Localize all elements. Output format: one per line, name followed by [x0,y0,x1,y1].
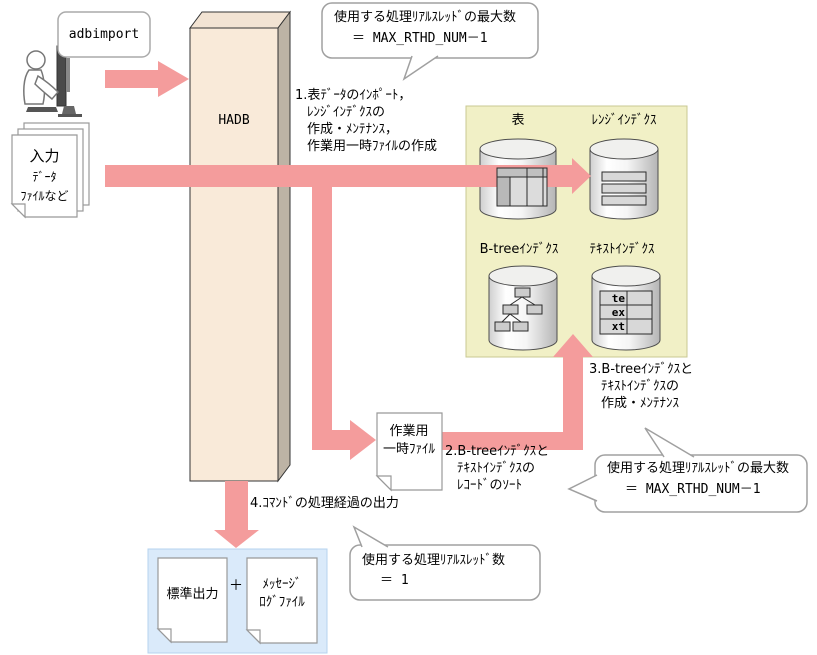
stdout-label: 標準出力 [166,587,219,602]
callout-right-line2: ＝ MAX_RTHD_NUM－1 [625,482,761,497]
flow-arrows [105,61,593,548]
range-index-rows-icon [601,171,647,206]
callout-right-tail-left [567,474,598,502]
callout-top-line1: 使用する処理ﾘｱﾙｽﾚｯﾄﾞの最大数 [334,10,517,25]
range-index-label: ﾚﾝｼﾞｲﾝﾃﾞｸｽ [591,113,657,128]
step1-line2: ﾚﾝｼﾞｲﾝﾃﾞｸｽの [307,105,386,120]
callout-right-line1: 使用する処理ﾘｱﾙｽﾚｯﾄﾞの最大数 [607,461,790,476]
callout-right-tail-up [644,427,695,458]
arrow-input-to-range-index [105,158,591,194]
table-grid-icon [496,167,548,207]
callout-top-tail [402,55,439,81]
text-index-cylinder [591,265,661,351]
text-index-cell-te: te [611,292,625,305]
arrow-command-to-hadb [105,61,189,97]
input-files-label-3: ﾌｧｲﾙなど [20,189,69,203]
text-index-table-icon [599,290,653,335]
table-label: 表 [511,113,525,128]
message-log-doc [245,557,318,645]
command-bubble [57,11,151,58]
work-file-label-1: 作業用 [389,424,429,439]
user-icon [23,45,82,117]
btree-index-cylinder [488,265,558,351]
step1-line1: 1.表ﾃﾞｰﾀのｲﾝﾎﾟｰﾄ， [295,88,412,103]
log-label-1: ﾒｯｾｰｼﾞ [262,577,302,592]
arrow-hadb-to-output [214,481,259,548]
input-files-label-1: 入力 [29,147,60,165]
step2-line2: ﾃｷｽﾄｲﾝﾃﾞｸｽの [457,461,536,476]
step1-line3: 作成・ﾒﾝﾃﾅﾝｽ， [307,122,399,137]
server-label: HADB [218,113,250,128]
log-label-2: ﾛｸﾞﾌｧｲﾙ [259,595,305,610]
arrow-hadb-to-workfile [312,180,376,460]
btree-index-label: B-treeｲﾝﾃﾞｸｽ [479,242,559,257]
input-files-label-2: ﾃﾞｰﾀ [32,170,57,184]
work-file-label-2: 一時ﾌｧｲﾙ [382,442,435,457]
step3-line3: 作成・ﾒﾝﾃﾅﾝｽ [601,396,680,411]
callout-top-line2: ＝ MAX_RTHD_NUM－1 [352,31,488,46]
stdout-doc [156,557,228,644]
documents [10,122,443,645]
callout-bottom-box [349,544,541,601]
text-index-cell-ex: ex [611,306,625,319]
step3-line1: 3.B-treeｲﾝﾃﾞｸｽと [589,362,694,377]
callouts [321,2,808,601]
btree-tree-icon [494,287,543,332]
step4-text: 4.ｺﾏﾝﾄﾞの処理経過の出力 [250,496,399,511]
command-label: adbimport [68,26,140,42]
input-files-stack [10,122,90,219]
step1-line4: 作業用一時ﾌｧｲﾙの作成 [307,139,438,154]
callout-bottom-line1: 使用する処理ﾘｱﾙｽﾚｯﾄﾞ数 [362,553,506,568]
step2-line1: 2.B-treeｲﾝﾃﾞｸｽと [445,444,550,459]
callout-bottom-tail [352,525,389,548]
hadb-server-box [189,10,291,483]
text-index-cell-xt: xt [611,320,625,333]
range-index-cylinder [589,138,659,220]
step2-line3: ﾚｺｰﾄﾞのｿｰﾄ [457,478,523,493]
step3-line2: ﾃｷｽﾄｲﾝﾃﾞｸｽの [601,379,680,394]
work-temp-file-doc [375,412,443,492]
plus-sign: ＋ [229,578,243,594]
callout-bottom-line2: ＝ 1 [380,573,409,588]
arrow-workfile-to-indexes [440,334,593,450]
text-index-label: ﾃｷｽﾄｲﾝﾃﾞｸｽ [589,242,655,257]
